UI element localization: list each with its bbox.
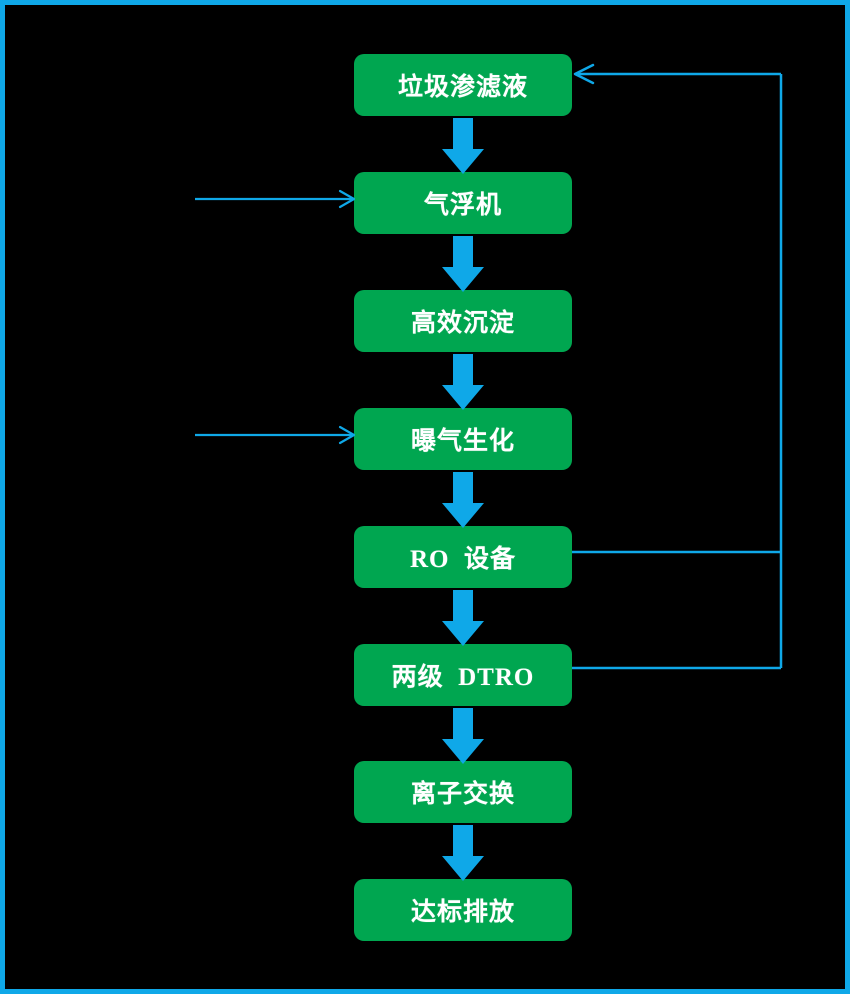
- feed-arrow-aeration-biochemical: [195, 425, 357, 445]
- node-ro-equipment[interactable]: RO 设备: [354, 526, 572, 588]
- node-compliant-discharge[interactable]: 达标排放: [354, 879, 572, 941]
- flow-arrow-down-3: [442, 354, 484, 410]
- flow-arrow-down-5: [442, 590, 484, 646]
- return-routing-lines: [5, 5, 845, 989]
- node-leachate[interactable]: 垃圾渗滤液: [354, 54, 572, 116]
- node-aeration-biochemical[interactable]: 曝气生化: [354, 408, 572, 470]
- node-air-flotation[interactable]: 气浮机: [354, 172, 572, 234]
- feed-arrow-air-flotation: [195, 189, 357, 209]
- return-arrowhead: [573, 63, 595, 85]
- flow-arrow-down-4: [442, 472, 484, 528]
- flow-arrow-down-6: [442, 708, 484, 764]
- flow-arrow-down-1: [442, 118, 484, 174]
- flow-arrow-down-2: [442, 236, 484, 292]
- node-high-efficiency-sedimentation[interactable]: 高效沉淀: [354, 290, 572, 352]
- flow-arrow-down-7: [442, 825, 484, 881]
- node-ion-exchange[interactable]: 离子交换: [354, 761, 572, 823]
- node-two-stage-dtro[interactable]: 两级 DTRO: [354, 644, 572, 706]
